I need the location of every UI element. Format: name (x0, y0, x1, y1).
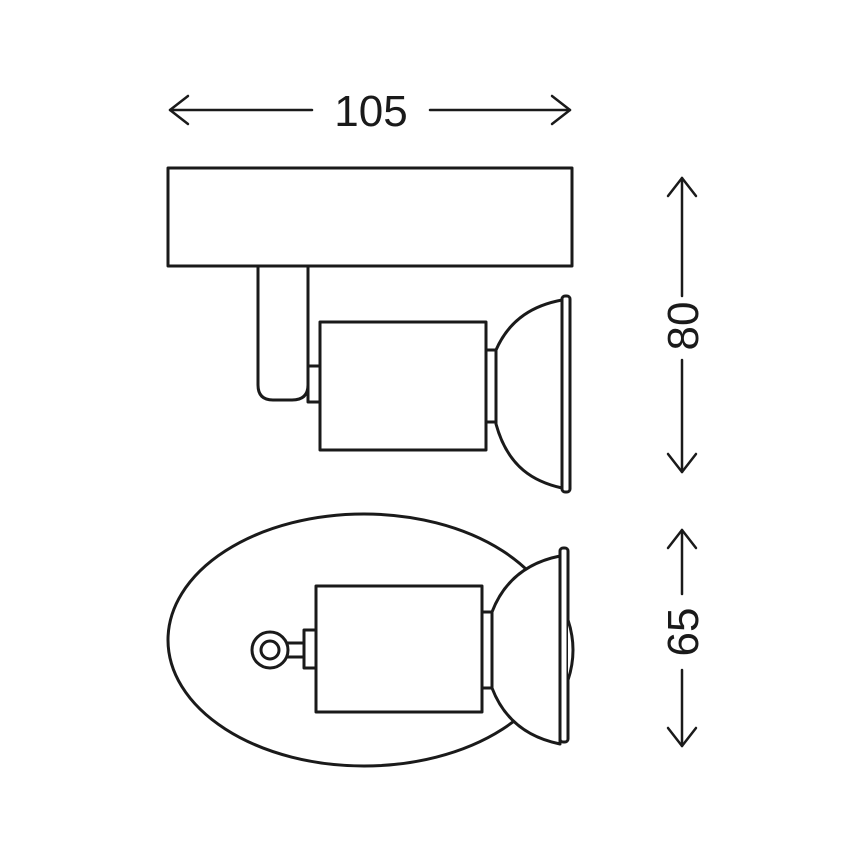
depth-dimension: 65 (659, 528, 708, 748)
height-arrow-down-icon (666, 452, 698, 474)
joint-knob (306, 364, 322, 404)
depth-arrow-up-icon (666, 528, 698, 550)
height-arrow-up-icon (666, 176, 698, 198)
width-dimension: 105 (168, 87, 572, 136)
lens-bulge (566, 618, 575, 682)
top-view (166, 512, 575, 768)
lens-rim (560, 294, 572, 494)
reflector (494, 298, 564, 490)
mounting-arm (256, 264, 310, 402)
height-label: 80 (659, 302, 708, 351)
lamp-body (318, 320, 488, 452)
side-view (166, 166, 574, 494)
width-arrow-right-icon (550, 94, 572, 126)
depth-arrow-down-icon (666, 726, 698, 748)
rear-knob (302, 628, 318, 670)
depth-label: 65 (659, 608, 708, 657)
width-arrow-left-icon (168, 94, 190, 126)
lens-rim-top (558, 546, 570, 744)
pivot-inner-icon (259, 639, 281, 661)
reflector-top (490, 554, 562, 746)
width-label: 105 (334, 87, 407, 136)
base-plate (166, 166, 574, 268)
lamp-body-top (314, 584, 484, 714)
height-dimension: 80 (659, 176, 708, 474)
